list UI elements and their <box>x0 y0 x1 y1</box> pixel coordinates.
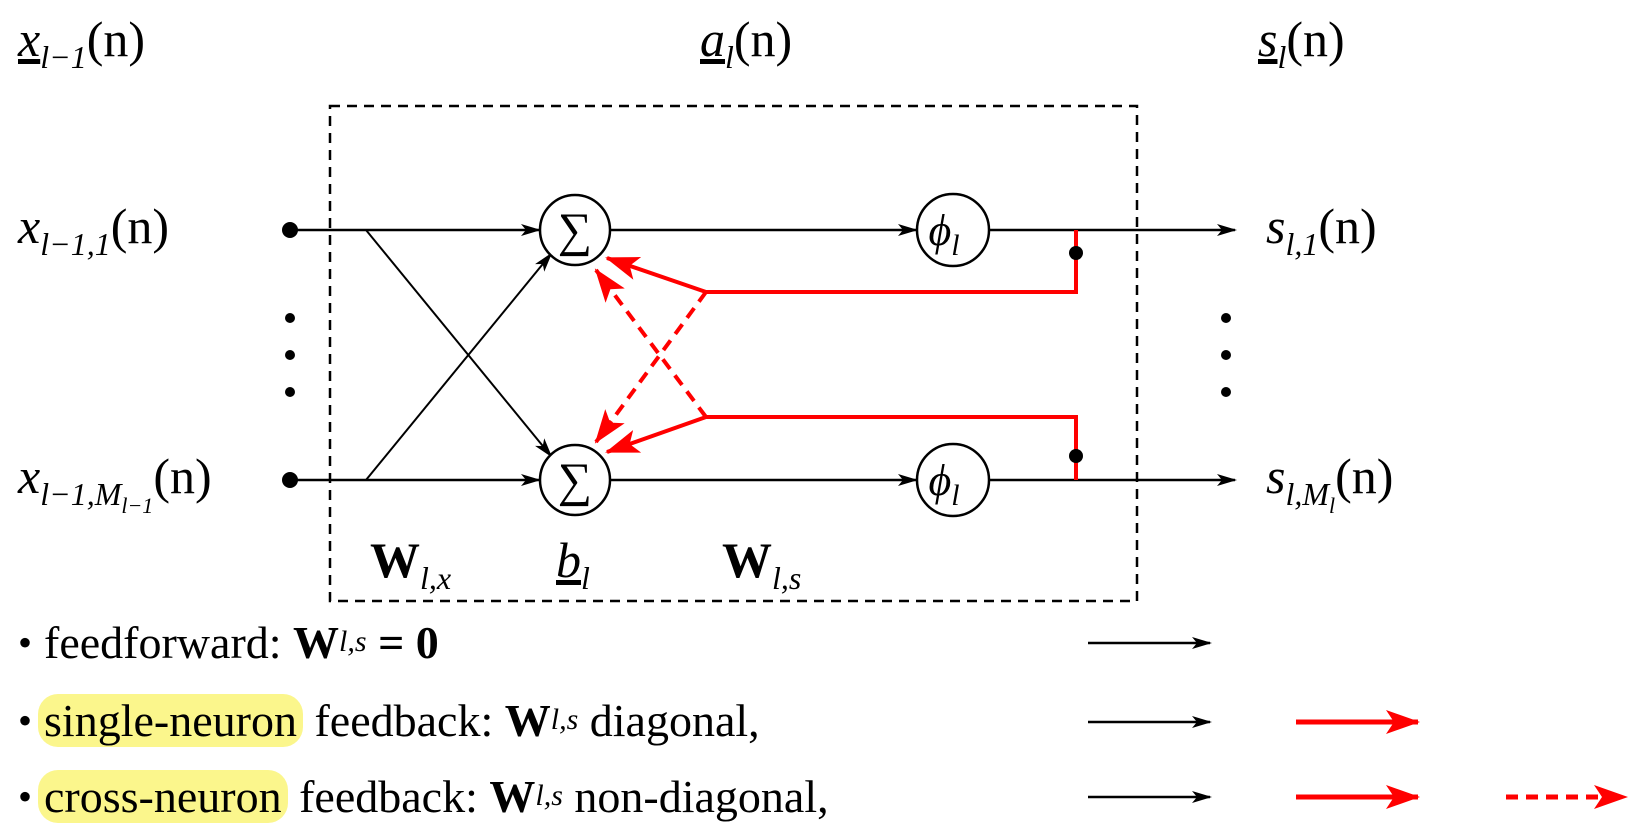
svg-text:∑: ∑ <box>558 454 592 507</box>
legend-highlight: cross-neuron <box>38 769 288 823</box>
output-label-first: sl,1(n) <box>1266 198 1377 262</box>
input-weights-label: Wl,x <box>370 532 451 596</box>
single-neuron-feedback-top <box>605 256 707 294</box>
input-label-first: xl−1,1(n) <box>17 198 169 262</box>
legend-bullet: • <box>18 773 33 819</box>
layer-boundary-box <box>328 104 1139 603</box>
legend-math-base: W <box>504 694 551 746</box>
legend-highlight: single-neuron <box>38 693 303 747</box>
legend-math-base: W <box>489 770 536 822</box>
legend-text: feedback: <box>287 770 490 822</box>
bias-label: bl <box>556 532 590 596</box>
legend-math-sub: l,s <box>550 703 579 736</box>
legend-math-base: W <box>293 616 340 668</box>
legend-bullet: • <box>18 697 33 743</box>
output-label-last: sl,Ml(n) <box>1266 448 1393 518</box>
svg-text:ϕl: ϕl <box>928 206 959 262</box>
sum-node-bottom: ∑ <box>538 443 612 517</box>
legend-math-tail: = 0 <box>366 616 439 668</box>
input-ellipsis <box>285 313 295 397</box>
cross-neuron-feedback-to-bottom <box>594 290 708 444</box>
cross-input-bottom-to-top <box>365 252 553 481</box>
output-vector-label: sl(n) <box>1258 11 1345 75</box>
activation-node-top: ϕl <box>915 192 991 268</box>
activation-vector-label: al(n) <box>700 11 792 75</box>
legend-bullet: • <box>18 619 33 665</box>
legend-text: feedforward: <box>44 616 294 668</box>
feedback-path-top <box>706 230 1078 294</box>
activation-node-bottom: ϕl <box>915 442 991 518</box>
sum-node-top: ∑ <box>538 193 612 267</box>
input-label-last: xl−1,Ml−1(n) <box>17 448 212 518</box>
svg-text:∑: ∑ <box>558 204 592 257</box>
legend-math-tail: non-diagonal, <box>562 770 829 822</box>
output-ellipsis <box>1221 313 1231 397</box>
feedback-tap-top <box>1069 246 1083 260</box>
legend-math-tail: diagonal, <box>578 694 760 746</box>
feedback-path-bottom <box>706 415 1078 480</box>
input-vector-label: xl−1(n) <box>17 11 145 75</box>
feedback-weights-label: Wl,s <box>722 532 801 596</box>
single-neuron-feedback-bottom <box>605 415 707 454</box>
legend-text: feedback: <box>302 694 505 746</box>
cross-neuron-feedback-to-top <box>594 268 708 419</box>
svg-text:ϕl: ϕl <box>928 456 959 512</box>
legend-math-sub: l,s <box>535 779 563 812</box>
cross-input-top-to-bottom <box>365 229 553 458</box>
feedback-tap-bottom <box>1069 449 1083 463</box>
legend-math-sub: l,s <box>339 625 367 658</box>
